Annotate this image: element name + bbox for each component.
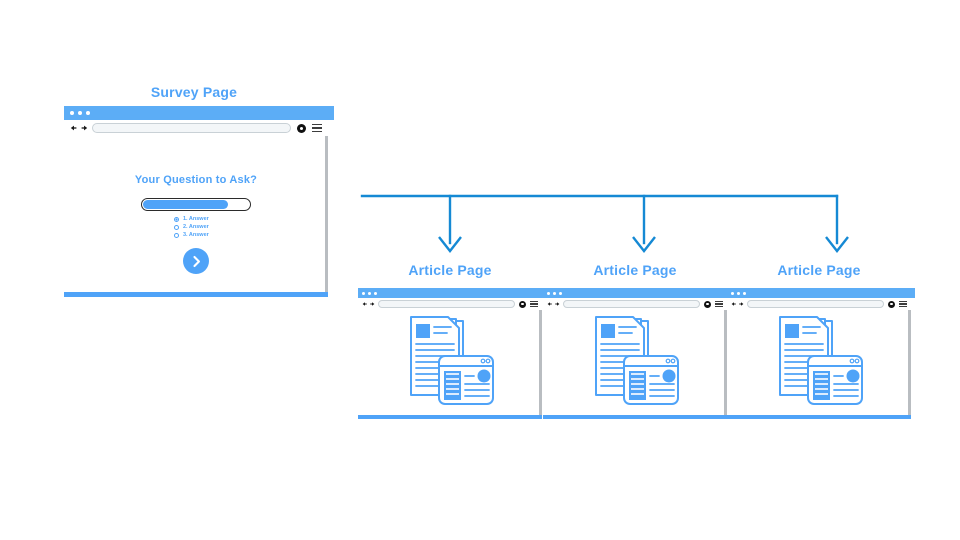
answer-label: 2. Answer bbox=[183, 224, 209, 230]
back-arrow-icon[interactable] bbox=[547, 301, 553, 307]
answer-option-3[interactable]: 3. Answer bbox=[174, 232, 209, 238]
radio-icon[interactable] bbox=[174, 232, 179, 238]
hamburger-menu-icon[interactable] bbox=[899, 301, 907, 307]
article-1-url-input[interactable] bbox=[378, 300, 515, 308]
window-dot-1[interactable] bbox=[70, 111, 74, 115]
article-1-bottom-bar bbox=[358, 415, 542, 419]
forward-arrow-icon[interactable] bbox=[738, 301, 744, 307]
article-1-viewport bbox=[358, 310, 542, 415]
window-dot-3[interactable] bbox=[743, 291, 746, 295]
survey-question-heading: Your Question to Ask? bbox=[134, 174, 258, 186]
article-2-url-input[interactable] bbox=[563, 300, 700, 308]
window-controls bbox=[70, 111, 90, 115]
forward-arrow-icon[interactable] bbox=[554, 301, 560, 307]
forward-arrow-icon[interactable] bbox=[369, 301, 375, 307]
hamburger-menu-icon[interactable] bbox=[715, 301, 723, 307]
article-3-page-title: Article Page bbox=[777, 262, 861, 278]
article-1-titlebar bbox=[358, 288, 546, 298]
front-browser-card bbox=[807, 355, 863, 405]
article-3-url-input[interactable] bbox=[747, 300, 884, 308]
window-dot-3[interactable] bbox=[374, 291, 377, 295]
window-dot-3[interactable] bbox=[86, 111, 90, 115]
window-dot-3[interactable] bbox=[559, 291, 562, 295]
article-1-page-title: Article Page bbox=[408, 262, 492, 278]
survey-browser-titlebar bbox=[64, 106, 334, 120]
survey-viewport: Your Question to Ask? 1. Answer 2. Answe… bbox=[64, 136, 328, 292]
survey-progress-bar[interactable] bbox=[141, 198, 251, 211]
record-circle-icon[interactable] bbox=[704, 300, 711, 308]
survey-url-input[interactable] bbox=[92, 123, 291, 133]
front-browser-card bbox=[438, 355, 494, 405]
article-1-scrollbar[interactable] bbox=[539, 310, 542, 415]
window-dot-1[interactable] bbox=[547, 291, 550, 295]
window-dot-1[interactable] bbox=[362, 291, 365, 295]
down-arrow-icon bbox=[825, 236, 849, 253]
window-dot-2[interactable] bbox=[368, 291, 371, 295]
survey-scrollbar[interactable] bbox=[325, 136, 328, 292]
survey-answer-list: 1. Answer 2. Answer 3. Answer bbox=[174, 216, 209, 240]
radio-icon-selected[interactable] bbox=[174, 216, 179, 222]
front-browser-card bbox=[623, 355, 679, 405]
article-2-browser-window bbox=[543, 288, 731, 419]
record-circle-icon[interactable] bbox=[297, 123, 306, 133]
article-2-toolbar bbox=[543, 298, 727, 310]
survey-window-bottom-bar bbox=[64, 292, 328, 297]
article-3-viewport bbox=[727, 310, 911, 415]
stacked-article-documents-icon bbox=[410, 316, 494, 405]
article-2-scrollbar[interactable] bbox=[724, 310, 727, 415]
stacked-article-documents-icon bbox=[779, 316, 863, 405]
answer-label: 1. Answer bbox=[183, 216, 209, 222]
record-circle-icon[interactable] bbox=[519, 300, 526, 308]
article-3-titlebar bbox=[727, 288, 915, 298]
record-circle-icon[interactable] bbox=[888, 300, 895, 308]
survey-browser-toolbar bbox=[64, 120, 328, 136]
article-2-page-title: Article Page bbox=[593, 262, 677, 278]
window-controls bbox=[731, 291, 746, 295]
down-arrow-icon bbox=[438, 236, 462, 253]
answer-label: 3. Answer bbox=[183, 232, 209, 238]
article-3-toolbar bbox=[727, 298, 911, 310]
article-1-browser-window bbox=[358, 288, 546, 419]
stacked-article-documents-icon bbox=[595, 316, 679, 405]
hamburger-menu-icon[interactable] bbox=[530, 301, 538, 307]
survey-browser-window: Your Question to Ask? 1. Answer 2. Answe… bbox=[64, 106, 334, 297]
back-arrow-icon[interactable] bbox=[70, 124, 78, 132]
forward-arrow-icon[interactable] bbox=[80, 124, 88, 132]
chevron-right-icon bbox=[192, 255, 200, 267]
article-2-titlebar bbox=[543, 288, 731, 298]
article-1-toolbar bbox=[358, 298, 542, 310]
survey-progress-fill bbox=[143, 200, 228, 209]
article-2-bottom-bar bbox=[543, 415, 727, 419]
window-dot-2[interactable] bbox=[553, 291, 556, 295]
hamburger-menu-icon[interactable] bbox=[312, 124, 322, 132]
answer-option-2[interactable]: 2. Answer bbox=[174, 224, 209, 230]
window-controls bbox=[547, 291, 562, 295]
down-arrow-icon bbox=[632, 236, 656, 253]
survey-page-title: Survey Page bbox=[150, 84, 238, 100]
article-2-viewport bbox=[543, 310, 727, 415]
survey-next-button[interactable] bbox=[183, 248, 209, 274]
window-dot-2[interactable] bbox=[737, 291, 740, 295]
back-arrow-icon[interactable] bbox=[731, 301, 737, 307]
back-arrow-icon[interactable] bbox=[362, 301, 368, 307]
window-dot-1[interactable] bbox=[731, 291, 734, 295]
window-controls bbox=[362, 291, 377, 295]
answer-option-1[interactable]: 1. Answer bbox=[174, 216, 209, 222]
article-3-bottom-bar bbox=[727, 415, 911, 419]
article-3-scrollbar[interactable] bbox=[908, 310, 911, 415]
radio-icon[interactable] bbox=[174, 224, 179, 230]
window-dot-2[interactable] bbox=[78, 111, 82, 115]
article-3-browser-window bbox=[727, 288, 915, 419]
